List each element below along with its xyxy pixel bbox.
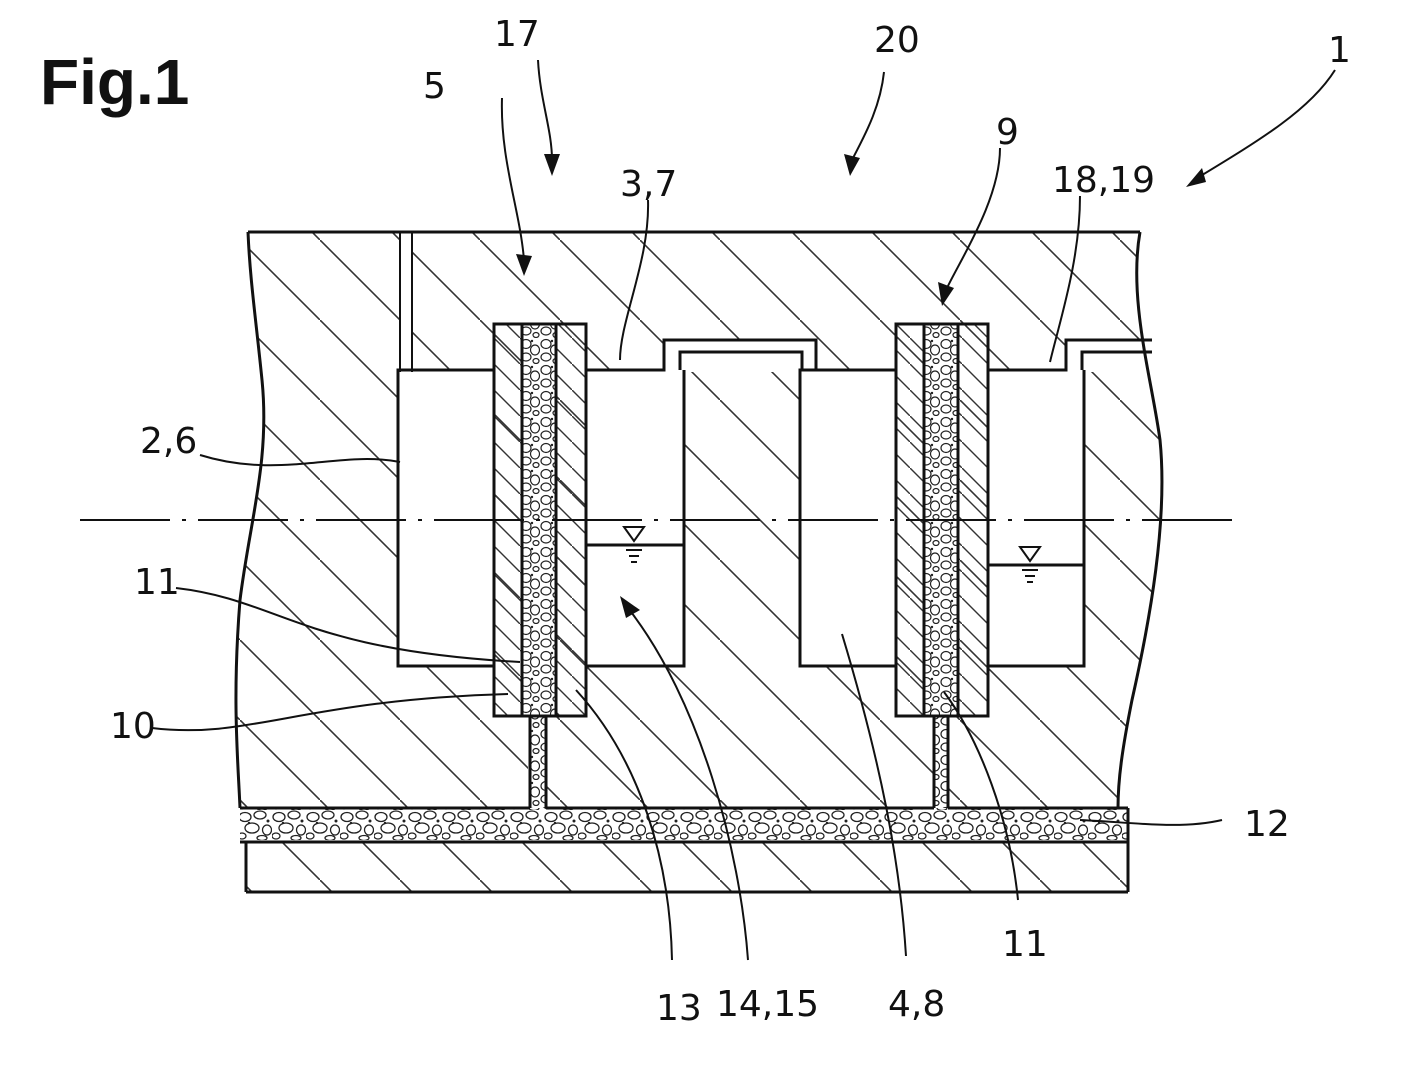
label-17: 17 xyxy=(494,14,540,55)
label-9: 9 xyxy=(996,112,1019,153)
label-1: 1 xyxy=(1328,30,1351,71)
label-11-left: 11 xyxy=(134,562,180,603)
label-14-15: 14,15 xyxy=(716,984,819,1025)
label-4-8: 4,8 xyxy=(888,984,945,1025)
label-5: 5 xyxy=(423,66,446,107)
figure-title: Fig.1 xyxy=(40,46,189,118)
label-12: 12 xyxy=(1244,804,1290,845)
label-10: 10 xyxy=(110,706,156,747)
base-layers xyxy=(240,808,1128,892)
label-11-right: 11 xyxy=(1002,924,1048,965)
label-20: 20 xyxy=(874,20,920,61)
label-18-19: 18,19 xyxy=(1052,160,1155,201)
label-3-7: 3,7 xyxy=(620,164,677,205)
label-13: 13 xyxy=(656,988,702,1029)
label-2-6: 2,6 xyxy=(140,421,197,462)
